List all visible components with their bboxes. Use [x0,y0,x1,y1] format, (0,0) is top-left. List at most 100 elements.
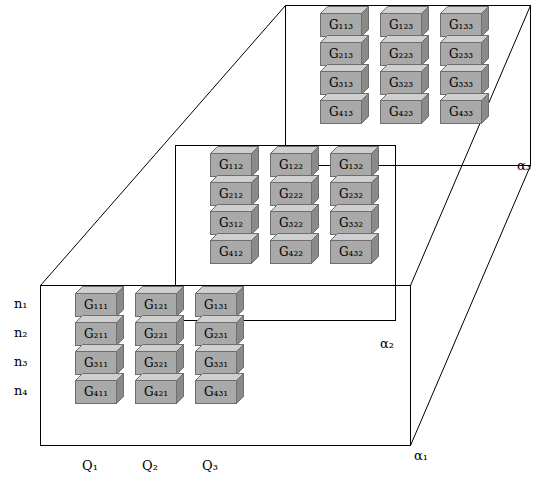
axis-label: α₂ [380,336,394,351]
g-cube: G₄₂₃ [380,100,422,124]
cube-label: G₃₁₃ [321,72,361,94]
cube-side-face [422,7,429,37]
g-cube: G₄₁₂ [210,240,252,264]
cube-side-face [312,176,319,206]
cube-side-face [312,147,319,177]
cube-side-face [237,287,244,317]
g-cube: G₂₃₂ [330,182,372,206]
cube-side-face [177,316,184,346]
cube-side-face [252,176,259,206]
cube-top-face [211,147,259,154]
cube-top-face [196,287,244,294]
cube-label: G₁₂₃ [381,14,421,36]
cube-label: G₁₂₁ [136,294,176,316]
g-cube: G₄₃₁ [195,380,237,404]
middle-layer-frame [176,146,396,321]
axis-label: n₁ [14,296,28,311]
cube-label: G₃₂₁ [136,352,176,374]
cube-top-face [196,316,244,323]
cube-top-face [136,287,184,294]
cube-label: G₂₃₁ [196,323,236,345]
cube-side-face [312,205,319,235]
cube-label: G₁₁₁ [76,294,116,316]
axis-label: α₃ [517,158,531,173]
cube-side-face [237,345,244,375]
cube-label: G₁₂₂ [271,154,311,176]
cube-side-face [362,94,369,124]
back-layer-frame [286,6,531,166]
axis-label: Q₂ [142,458,158,473]
cube-top-face [211,205,259,212]
axis-label: α₁ [414,448,428,463]
cube-top-face [381,94,429,101]
axis-label: Q₁ [82,458,98,473]
g-cube: G₃₁₂ [210,211,252,235]
cube-side-face [372,205,379,235]
cube-label: G₂₁₃ [321,43,361,65]
cube-top-face [441,94,489,101]
cube-top-face [271,205,319,212]
cube-label: G₂₃₃ [441,43,481,65]
g-cube: G₁₂₃ [380,13,422,37]
cube-top-face [76,374,124,381]
cube-side-face [362,7,369,37]
cube-label: G₄₁₃ [321,101,361,123]
g-cube: G₁₃₂ [330,153,372,177]
cube-side-face [117,287,124,317]
g-cube: G₁₁₃ [320,13,362,37]
cube-top-face [331,205,379,212]
cube-side-face [312,234,319,264]
g-cube: G₄₁₁ [75,380,117,404]
g-cube: G₁₁₂ [210,153,252,177]
cube-label: G₃₃₁ [196,352,236,374]
cube-label: G₃₁₁ [76,352,116,374]
g-cube: G₁₃₁ [195,293,237,317]
g-cube: G₂₁₁ [75,322,117,346]
cube-top-face [441,65,489,72]
g-cube: G₃₂₃ [380,71,422,95]
depth-axis [411,166,531,446]
cube-side-face [117,345,124,375]
cube-top-face [271,234,319,241]
g-cube: G₃₃₂ [330,211,372,235]
g-cube: G₂₃₃ [440,42,482,66]
cube-top-face [196,374,244,381]
cube-label: G₄₂₃ [381,101,421,123]
g-cube: G₂₂₁ [135,322,177,346]
g-cube: G₁₃₃ [440,13,482,37]
cube-label: G₁₃₁ [196,294,236,316]
g-cube: G₂₂₂ [270,182,312,206]
cube-label: G₂₂₂ [271,183,311,205]
cube-label: G₄₁₁ [76,381,116,403]
cube-label: G₂₃₂ [331,183,371,205]
cube-top-face [331,176,379,183]
front-layer-frame [41,286,411,446]
cube-side-face [482,65,489,95]
cube-top-face [321,36,369,43]
g-cube: G₄₃₃ [440,100,482,124]
cube-side-face [177,345,184,375]
cube-top-face [76,316,124,323]
cube-top-face [441,7,489,14]
g-cube: G₁₁₁ [75,293,117,317]
cube-label: G₄₁₂ [211,241,251,263]
cube-label: G₄₃₂ [331,241,371,263]
cube-top-face [321,94,369,101]
cube-side-face [362,36,369,66]
axis-label: Q₃ [202,458,218,473]
cube-label: G₃₂₂ [271,212,311,234]
g-cube: G₂₁₃ [320,42,362,66]
cube-top-face [381,65,429,72]
cube-top-face [331,147,379,154]
cube-side-face [237,374,244,404]
cube-side-face [422,36,429,66]
cube-side-face [117,316,124,346]
g-cube: G₂₁₂ [210,182,252,206]
g-cube: G₄₁₃ [320,100,362,124]
cube-side-face [482,7,489,37]
axis-label: n₂ [14,325,28,340]
cube-top-face [441,36,489,43]
cube-top-face [136,345,184,352]
cube-side-face [237,316,244,346]
cube-top-face [136,374,184,381]
